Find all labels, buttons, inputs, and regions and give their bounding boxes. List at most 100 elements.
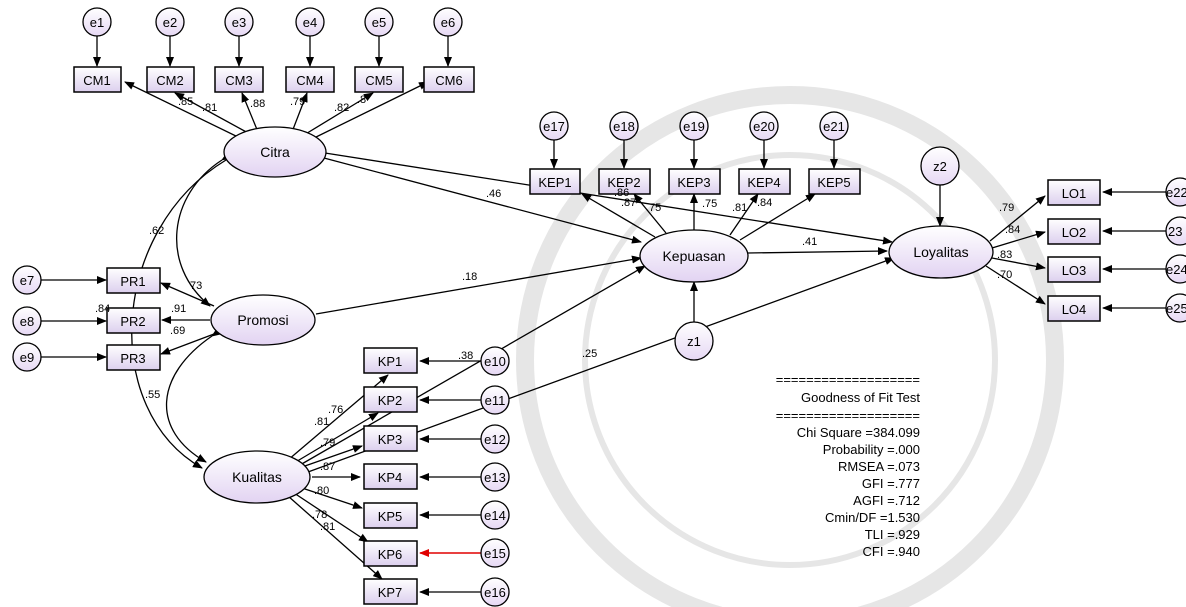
error-node: e6: [433, 7, 463, 37]
error-node: e14: [480, 500, 510, 530]
indicator-box: KEP1: [529, 168, 581, 195]
loading-path: [241, 92, 259, 133]
loading-label: .91: [171, 303, 186, 315]
loading-path: [991, 230, 1046, 249]
indicator-box: KEP3: [668, 168, 721, 195]
path-citra-loyalitas: [324, 152, 893, 245]
loading-path: [739, 193, 816, 241]
svg-text:PR3: PR3: [120, 351, 145, 366]
svg-text:e16: e16: [484, 585, 506, 600]
svg-text:KP6: KP6: [378, 547, 403, 562]
indicator-box: LO1: [1047, 179, 1101, 206]
correlation-label: .55: [145, 389, 160, 401]
fit-statistics: =================== Goodness of Fit Test…: [776, 372, 921, 559]
indicator-box: CM6: [423, 66, 475, 93]
svg-text:e13: e13: [484, 470, 506, 485]
error-node: e19: [679, 111, 709, 141]
loading-path: [311, 81, 429, 140]
svg-text:z1: z1: [687, 334, 701, 349]
loading-path: [991, 257, 1046, 271]
svg-text:Citra: Citra: [260, 144, 290, 160]
error-node: e20: [749, 111, 779, 141]
error-node: e15: [480, 538, 510, 568]
loading-label: .81: [202, 102, 217, 114]
loading-label: .69: [170, 325, 185, 337]
loading-path: [989, 195, 1046, 242]
indicator-box: PR3: [106, 344, 161, 371]
error-node: e1: [82, 7, 112, 37]
svg-text:KEP2: KEP2: [607, 175, 640, 190]
path-coefficient: .41: [802, 236, 817, 248]
loading-path: [291, 92, 308, 133]
latent-loyalitas: Loyalitas: [888, 225, 994, 279]
loading-label: .81: [314, 416, 329, 428]
svg-text:e4: e4: [303, 15, 317, 30]
svg-text:e5: e5: [372, 15, 386, 30]
indicator-box: KEP4: [738, 168, 791, 195]
path-kualitas-kepuasan: [299, 265, 646, 466]
svg-text:KP5: KP5: [378, 509, 403, 524]
error-node: e22: [1165, 177, 1186, 207]
loading-label: .87: [320, 461, 335, 473]
loading-path: [160, 333, 215, 355]
svg-text:PR1: PR1: [120, 274, 145, 289]
loading-path: [293, 492, 369, 543]
svg-text:e15: e15: [484, 546, 506, 561]
indicator-box: KP3: [363, 425, 418, 452]
fit-probability: Probability =.000: [823, 442, 920, 457]
indicator-box: KP2: [363, 386, 418, 413]
indicator-box: KEP2: [598, 168, 651, 195]
loading-label: .79: [999, 202, 1014, 214]
fit-cmin-df: Cmin/DF =1.530: [825, 510, 920, 525]
indicator-box: KP1: [363, 347, 418, 374]
error-node: e4: [295, 7, 325, 37]
fit-title: Goodness of Fit Test: [801, 390, 920, 405]
svg-text:KP3: KP3: [378, 432, 403, 447]
svg-text:KEP5: KEP5: [817, 175, 850, 190]
indicator-box: KP6: [363, 540, 418, 567]
loading-path: [633, 193, 667, 234]
error-node: e25: [1165, 293, 1186, 323]
svg-text:KEP1: KEP1: [538, 175, 571, 190]
svg-text:LO1: LO1: [1062, 186, 1087, 201]
error-node: e3: [224, 7, 254, 37]
svg-text:CM4: CM4: [296, 73, 323, 88]
svg-text:e1: e1: [90, 15, 104, 30]
svg-text:e2: e2: [163, 15, 177, 30]
fit-cfi: CFI =.940: [863, 544, 920, 559]
path-coefficient: .46: [486, 188, 501, 200]
loading-path: [124, 81, 241, 139]
error-node: e7: [12, 265, 42, 295]
svg-text:CM5: CM5: [365, 73, 392, 88]
svg-text:e14: e14: [484, 508, 506, 523]
loading-label: .81: [320, 521, 335, 533]
svg-text:e25: e25: [1166, 301, 1186, 316]
error-node: e21: [819, 111, 849, 141]
svg-text:e12: e12: [484, 432, 506, 447]
loading-label: .70: [997, 269, 1012, 281]
svg-text:e7: e7: [20, 273, 34, 288]
svg-text:e22: e22: [1166, 185, 1186, 200]
loading-label: .80: [314, 485, 329, 497]
error-node: e11: [480, 385, 510, 415]
loading-label: .79: [320, 437, 335, 449]
indicator-box: PR2: [106, 307, 161, 334]
loading-path: [729, 193, 759, 236]
fit-agfi: AGFI =.712: [853, 493, 920, 508]
loading-path: [985, 265, 1046, 305]
svg-text:KEP3: KEP3: [677, 175, 710, 190]
loading-label: .86: [614, 187, 629, 199]
indicator-box: CM1: [73, 66, 122, 93]
latent-kualitas: Kualitas: [203, 450, 311, 504]
svg-text:e3: e3: [232, 15, 246, 30]
fit-rmsea: RMSEA =.073: [838, 459, 920, 474]
error-node: e24: [1165, 254, 1186, 284]
indicator-box: LO4: [1047, 295, 1101, 322]
loading-label: .8: [357, 94, 366, 106]
svg-text:CM6: CM6: [435, 73, 462, 88]
loading-label: 73: [190, 280, 202, 292]
latent-citra: Citra: [223, 126, 327, 178]
error-node: e10: [480, 346, 510, 376]
loading-label: .78: [312, 509, 327, 521]
indicator-box: KP4: [363, 463, 418, 490]
